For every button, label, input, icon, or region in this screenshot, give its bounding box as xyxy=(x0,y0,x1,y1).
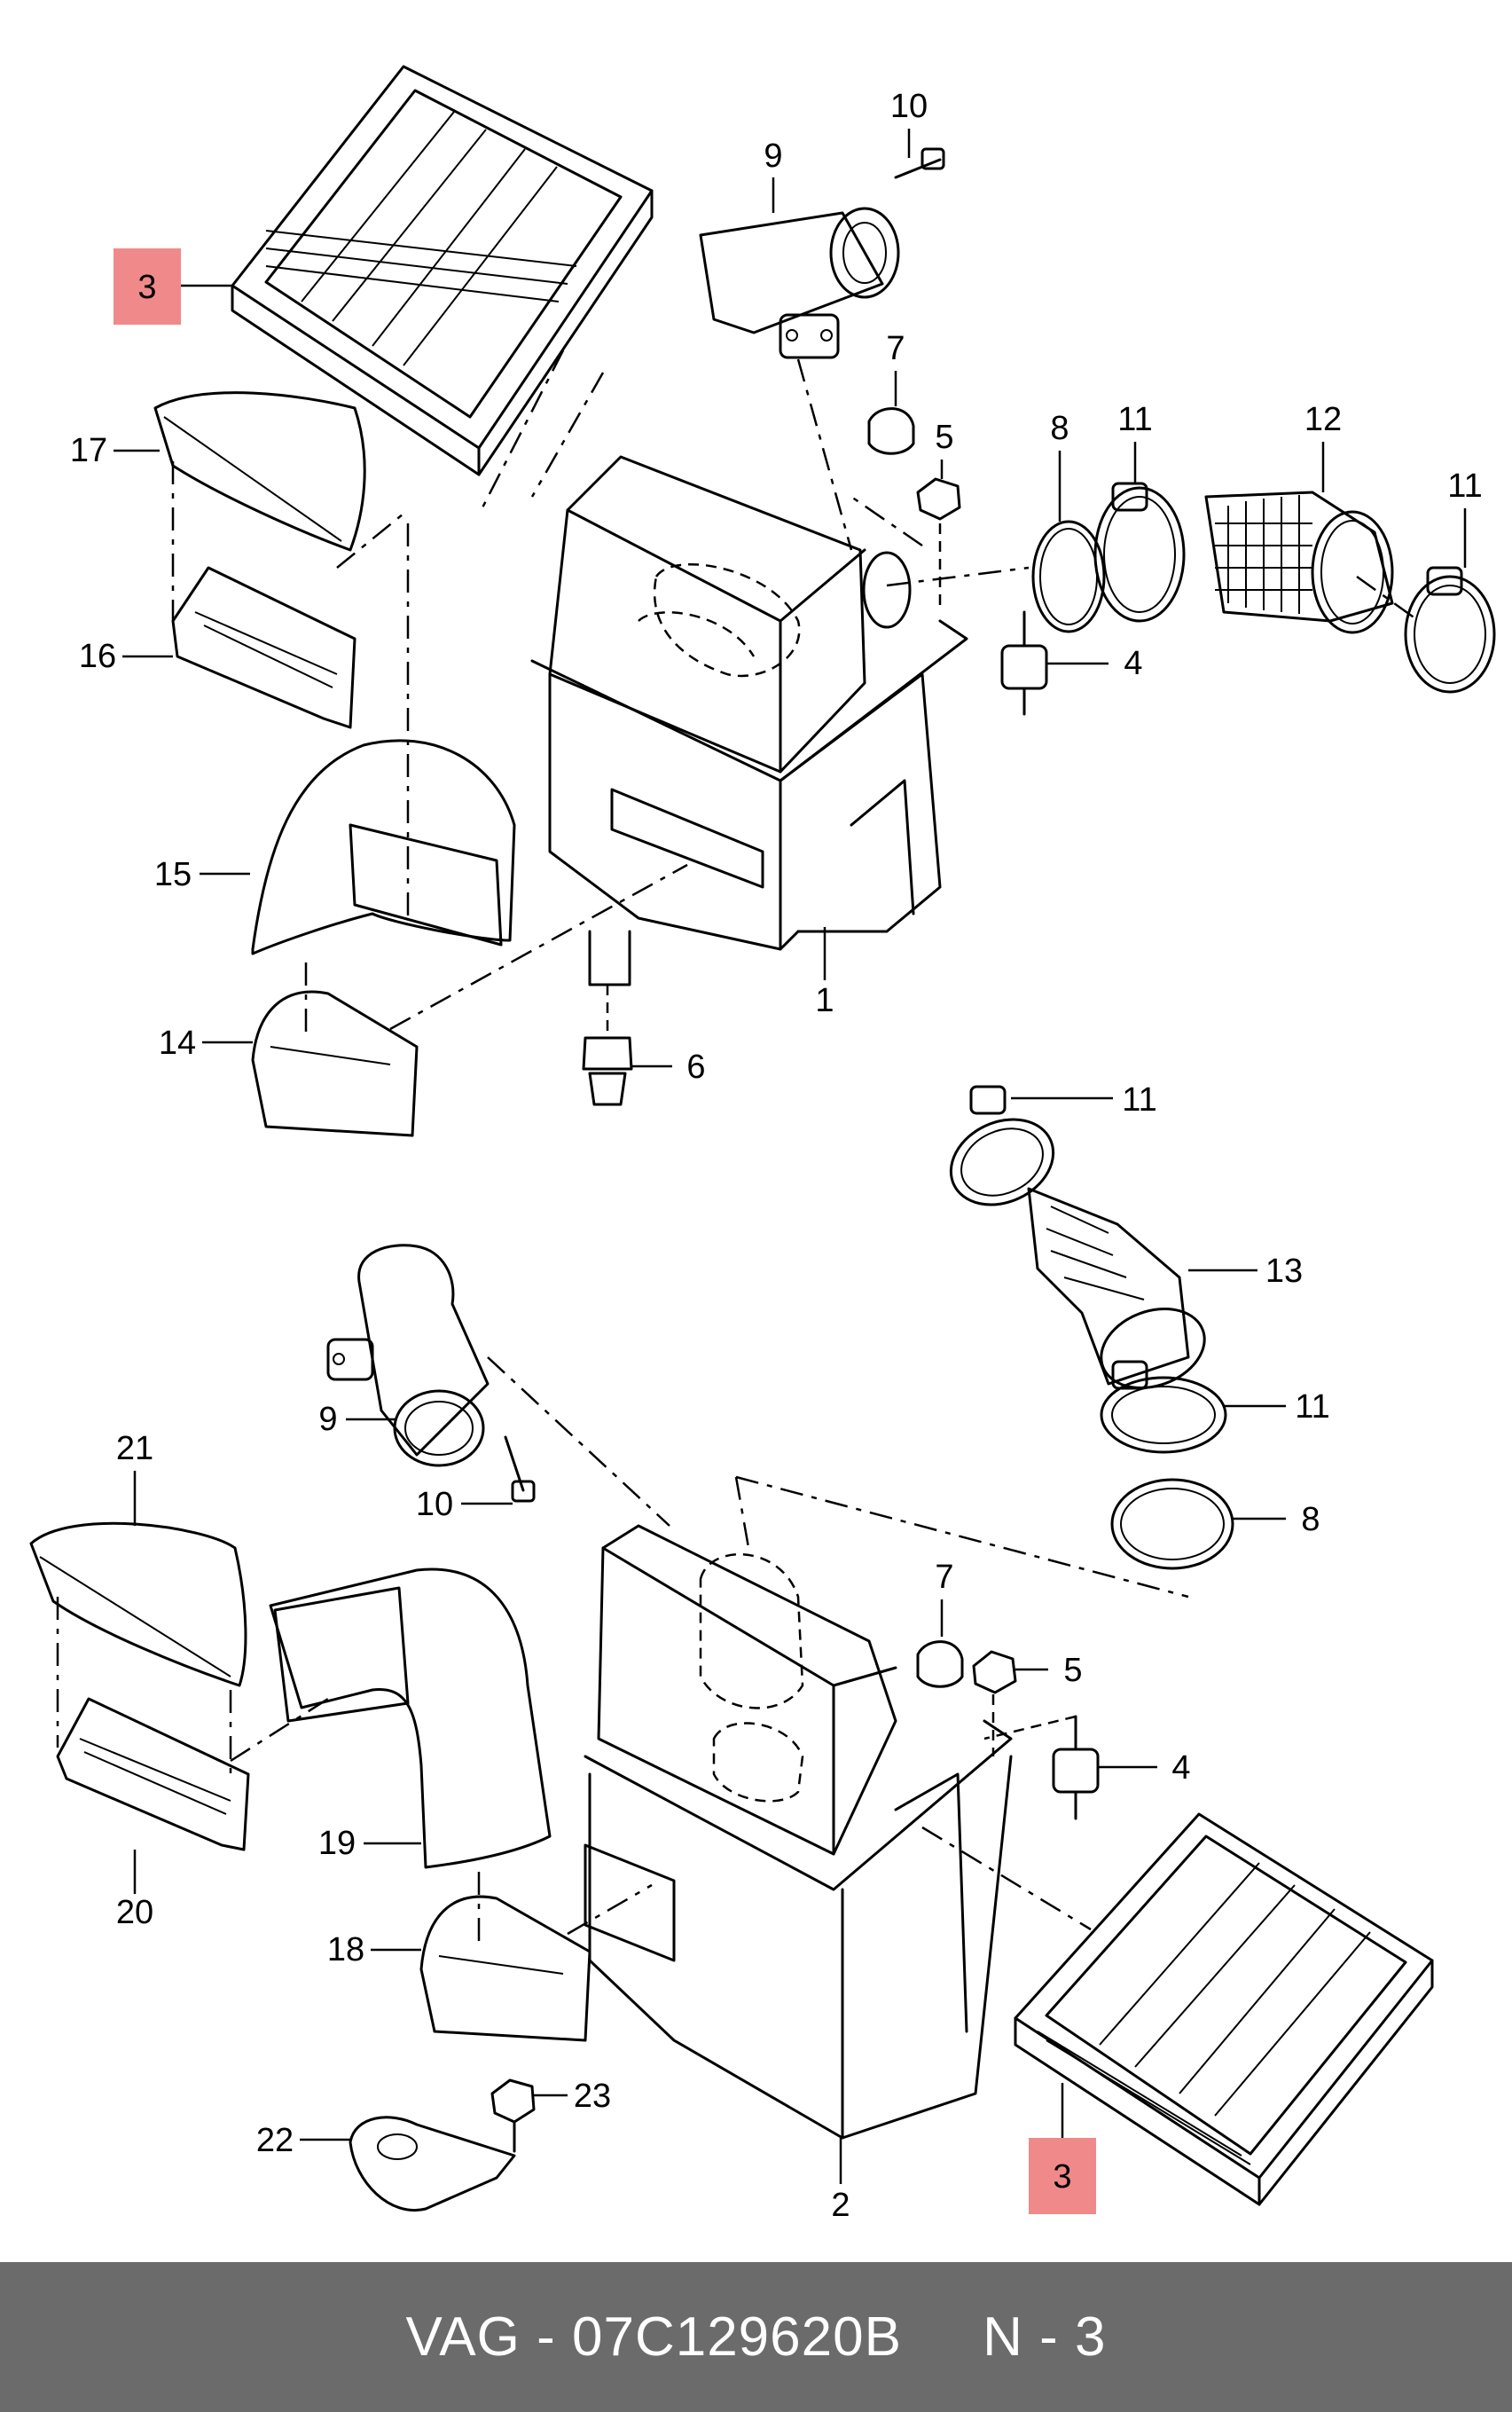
callout-3-upper: 3 xyxy=(137,269,156,306)
rubber-grommet-lower xyxy=(916,1640,964,1688)
nut-23 xyxy=(490,2078,536,2153)
intake-duct-15 xyxy=(251,739,516,955)
callout-5-lower: 5 xyxy=(1063,1652,1082,1689)
position-label: N - 3 xyxy=(983,2306,1107,2368)
footer-caption: VAG - 07C129620B N - 3 xyxy=(0,2262,1512,2412)
callout-19: 19 xyxy=(318,1825,356,1862)
callout-13: 13 xyxy=(1265,1253,1303,1290)
callout-4-upper: 4 xyxy=(1124,645,1142,682)
air-filter-housing-lower xyxy=(584,1524,1013,2140)
air-mass-meter-lower xyxy=(326,1244,490,1467)
duct-adapter-18 xyxy=(419,1895,591,2042)
callout-23: 23 xyxy=(574,2078,611,2115)
air-guide-17 xyxy=(153,391,366,552)
callout-11-upper-left: 11 xyxy=(1117,401,1152,438)
callout-highlight-3-lower xyxy=(1029,2138,1096,2214)
callout-10-upper: 10 xyxy=(890,88,928,125)
bracket-22 xyxy=(349,2116,516,2212)
callout-9-lower: 9 xyxy=(318,1401,337,1438)
brand-label: VAG xyxy=(405,2306,521,2368)
callout-15: 15 xyxy=(154,856,192,893)
callout-highlight-3-upper xyxy=(114,248,181,325)
air-filter-element-lower xyxy=(1014,1812,1434,2206)
intake-duct-19 xyxy=(269,1567,552,1869)
screw-lower xyxy=(504,1435,536,1503)
callout-20: 20 xyxy=(116,1894,153,1931)
callout-11-upper-right: 11 xyxy=(1447,467,1482,505)
part-number: 07C129620B xyxy=(571,2306,902,2368)
hose-clamp-upper-left xyxy=(1093,482,1186,623)
callout-1: 1 xyxy=(815,982,834,1019)
sealing-ring-upper xyxy=(1031,520,1106,633)
callout-8-upper: 8 xyxy=(1050,410,1069,447)
hose-clamp-upper-right xyxy=(1404,566,1496,694)
hose-clamp-lower-top xyxy=(949,1085,1055,1206)
air-filter-element-upper xyxy=(231,65,654,476)
rubber-grommet-upper xyxy=(867,407,915,455)
callout-12: 12 xyxy=(1304,401,1342,438)
intake-hose-13 xyxy=(1027,1187,1206,1389)
callout-16: 16 xyxy=(79,638,116,675)
callout-6: 6 xyxy=(686,1049,705,1086)
callout-21: 21 xyxy=(116,1430,153,1467)
callout-22: 22 xyxy=(256,2122,294,2159)
callout-10-lower: 10 xyxy=(416,1486,453,1523)
sealing-ring-lower xyxy=(1110,1478,1234,1570)
nut-upper xyxy=(916,477,961,612)
air-filter-housing-upper xyxy=(530,455,968,951)
callout-11-lower-top: 11 xyxy=(1122,1081,1156,1119)
duct-adapter-14 xyxy=(251,990,419,1137)
parts-exploded-diagram: 3 1 9 10 7 xyxy=(29,65,1496,2224)
callout-7-upper: 7 xyxy=(886,330,905,367)
callout-8-lower: 8 xyxy=(1301,1501,1320,1538)
callout-9-upper: 9 xyxy=(764,137,782,175)
air-mass-meter-upper xyxy=(699,207,900,359)
callout-18: 18 xyxy=(327,1931,364,1968)
callout-11-lower-bottom: 11 xyxy=(1295,1388,1329,1426)
callout-3-lower: 3 xyxy=(1053,2158,1071,2196)
callout-4-lower: 4 xyxy=(1171,1749,1190,1787)
air-intake-16 xyxy=(171,566,356,729)
callout-5-upper: 5 xyxy=(935,419,953,456)
callout-14: 14 xyxy=(159,1025,196,1062)
screw-upper xyxy=(894,147,945,179)
caption-gap xyxy=(902,2306,983,2369)
callout-2: 2 xyxy=(831,2187,850,2224)
footer-bar: VAG - 07C129620B N - 3 xyxy=(0,2262,1512,2412)
brand-separator: - xyxy=(520,2306,572,2368)
air-guide-21 xyxy=(29,1521,247,1687)
nut-lower xyxy=(972,1650,1017,1756)
rubber-buffer-6 xyxy=(582,930,633,1106)
hose-clamp-lower-bottom xyxy=(1100,1360,1227,1454)
callout-17: 17 xyxy=(70,432,107,469)
intake-hose-upper xyxy=(1204,491,1394,634)
rubber-mount-upper xyxy=(1000,610,1048,716)
air-intake-20 xyxy=(56,1697,250,1851)
rubber-mount-lower xyxy=(983,1715,1100,1820)
callout-7-lower: 7 xyxy=(935,1559,953,1596)
